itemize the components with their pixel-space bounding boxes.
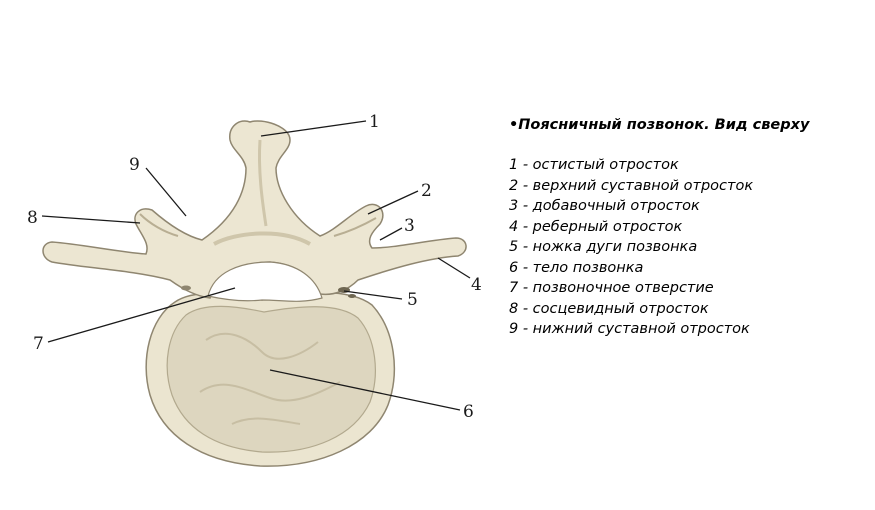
legend-item: 3 - добавочный отросток [509, 196, 869, 217]
callout-number-6: 6 [463, 402, 474, 422]
legend-title: •Поясничный позвонок. Вид сверху [509, 117, 869, 133]
legend: •Поясничный позвонок. Вид сверху 1 - ост… [509, 117, 869, 340]
callout-number-1: 1 [369, 112, 380, 132]
callout-number-2: 2 [421, 181, 432, 201]
legend-item: 5 - ножка дуги позвонка [509, 237, 869, 258]
vertebra-figure: 1 2 3 4 5 6 7 8 9 [0, 0, 500, 510]
callout-number-9: 9 [129, 155, 140, 175]
callout-number-7: 7 [33, 334, 44, 354]
callout-number-8: 8 [27, 208, 38, 228]
leader-9 [146, 168, 186, 216]
legend-item: 4 - реберный отросток [509, 217, 869, 238]
leader-2 [368, 191, 418, 214]
callout-number-5: 5 [407, 290, 418, 310]
legend-item: 1 - остистый отросток [509, 155, 869, 176]
legend-item: 9 - нижний суставной отросток [509, 319, 869, 340]
leader-8 [42, 216, 140, 223]
legend-item: 2 - верхний суставной отросток [509, 176, 869, 197]
callout-number-4: 4 [471, 275, 482, 295]
leader-3 [380, 228, 402, 240]
legend-list: 1 - остистый отросток 2 - верхний сустав… [509, 155, 869, 340]
legend-item: 7 - позвоночное отверстие [509, 278, 869, 299]
legend-item: 8 - сосцевидный отросток [509, 299, 869, 320]
leader-4 [438, 258, 470, 278]
legend-item: 6 - тело позвонка [509, 258, 869, 279]
callout-number-3: 3 [404, 216, 415, 236]
vertebral-body [146, 292, 394, 466]
